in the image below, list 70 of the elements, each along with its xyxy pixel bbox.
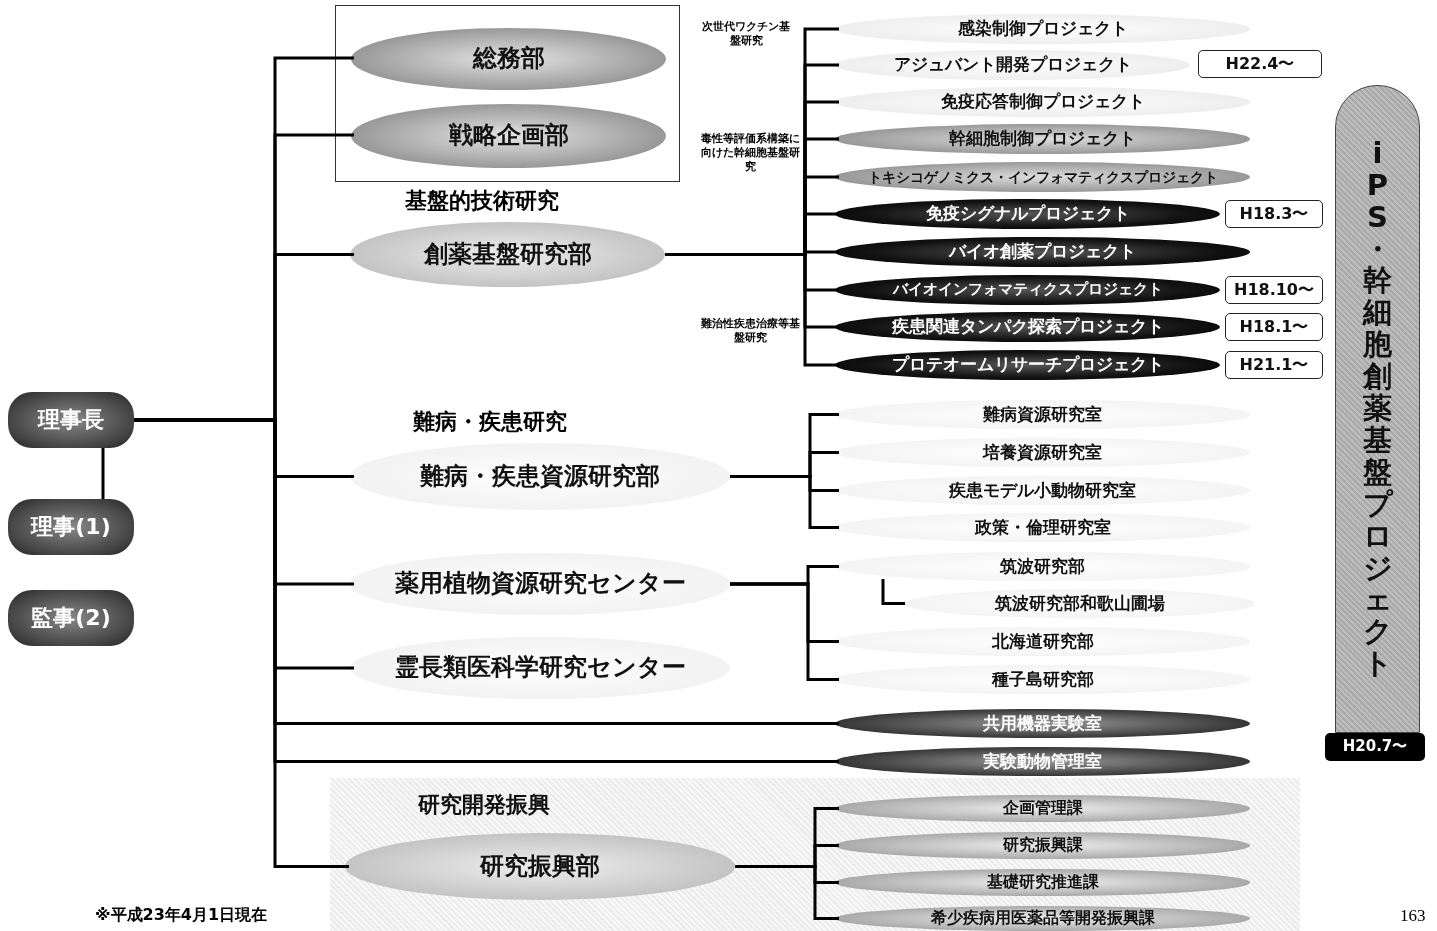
date-badge: [1325, 733, 1425, 761]
node-label: 免疫シグナルプロジェクト: [925, 204, 1130, 224]
node-label: バイオ創薬プロジェクト: [949, 242, 1136, 262]
page-number: 163: [1400, 905, 1427, 927]
footnote: ※平成23年4月1日現在: [95, 905, 269, 925]
division-pill: [835, 832, 1250, 859]
division-pill: [835, 795, 1250, 822]
node-label: 薬用植物資源研究センター: [394, 570, 686, 598]
node-label: 疾患関連タンパク探索プロジェクト: [891, 317, 1164, 337]
connector-line: [881, 579, 905, 605]
section-band: [330, 778, 1300, 931]
node-label: 研究振興部: [480, 852, 600, 881]
group-note: 毒性等評価系構築に向けた幹細胞基盤研究: [699, 132, 801, 174]
node-label: H18.3〜: [1239, 204, 1309, 224]
connector-line: [730, 582, 839, 681]
node-label: H18.1〜: [1239, 317, 1309, 337]
node-label: 理事長: [38, 407, 104, 433]
officer-box: [8, 499, 134, 555]
node-label: プロテオームリサーチプロジェクト: [891, 355, 1164, 375]
group-frame: [335, 5, 680, 182]
section-heading: 難病・疾患研究: [413, 408, 567, 436]
division-pill: [835, 869, 1250, 896]
node-label: 霊長類医科学研究センター: [394, 654, 686, 682]
node-label: 疾患モデル小動物研究室: [949, 480, 1136, 501]
node-label: H22.4〜: [1225, 54, 1295, 74]
node-label: 監事(2): [31, 605, 111, 631]
node-label: 種子島研究部: [991, 669, 1094, 690]
node-label: 実験動物管理室: [983, 751, 1102, 772]
connector-line: [735, 865, 839, 920]
node-label: トキシコゲノミクス・インフォマティクスプロジェクト: [867, 168, 1218, 186]
node-label: 難病資源研究室: [983, 404, 1102, 425]
date-badge: [1225, 313, 1323, 341]
node-label: 政策・倫理研究室: [974, 517, 1111, 538]
connector-line: [730, 475, 839, 529]
node-label: 戦略企画部: [448, 122, 569, 150]
date-badge: [1225, 200, 1323, 228]
section-heading: 基盤的技術研究: [405, 187, 559, 215]
node-label: H18.10〜: [1234, 280, 1314, 300]
node-label: 企画管理課: [1002, 799, 1083, 818]
node-label: H21.1〜: [1239, 355, 1309, 375]
node-label: アジュバント開発プロジェクト: [893, 55, 1132, 75]
node-label: 筑波研究部: [1000, 556, 1085, 577]
node-label: H20.7〜: [1342, 738, 1408, 756]
node-label: 理事(1): [31, 514, 111, 540]
group-note: 次世代ワクチン基盤研究: [701, 20, 791, 48]
node-label: 培養資源研究室: [983, 442, 1102, 463]
date-badge: [1225, 351, 1323, 379]
node-label: 難病・疾患資源研究部: [420, 462, 660, 491]
node-label: バイオインフォマティクスプロジェクト: [892, 281, 1163, 299]
date-badge: [1198, 50, 1322, 78]
department-pill: [345, 833, 735, 900]
node-label: 幹細胞制御プロジェクト: [949, 129, 1136, 149]
node-label: 総務部: [472, 45, 545, 73]
project-column: [1335, 85, 1420, 733]
section-heading: 研究開発振興: [418, 792, 550, 818]
node-label: 北海道研究部: [991, 631, 1094, 652]
node-label: 基礎研究推進課: [986, 873, 1099, 892]
node-label: 共用機器実験室: [983, 713, 1102, 734]
officer-box: [8, 392, 134, 448]
connector-line: [101, 448, 105, 499]
node-label: 免疫応答制御プロジェクト: [940, 92, 1145, 112]
node-label: 筑波研究部和歌山圃場: [995, 593, 1165, 614]
date-badge: [1225, 276, 1323, 304]
node-label: 希少疾病用医薬品等開発振興課: [930, 909, 1155, 928]
node-label: 研究振興課: [1002, 836, 1083, 855]
group-note: 難治性疾患治療等基盤研究: [699, 317, 801, 345]
node-label: 感染制御プロジェクト: [957, 19, 1128, 39]
officer-box: [8, 590, 134, 646]
node-label: 創薬基盤研究部: [423, 240, 592, 269]
vertical-label: iPS・幹細胞創薬基盤プロジェクト: [1362, 137, 1393, 681]
